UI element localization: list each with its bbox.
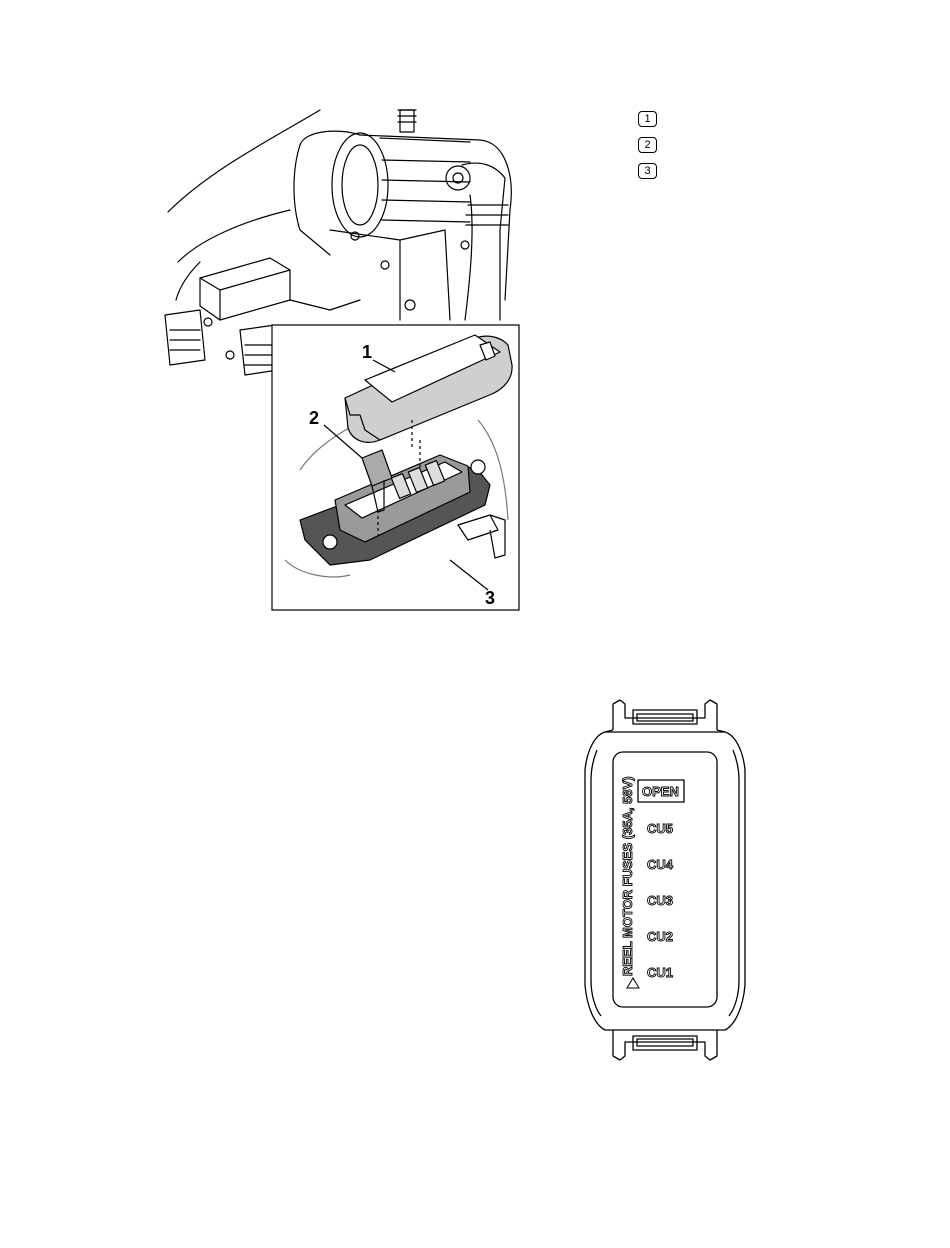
legend-badge-3: 3 <box>638 163 657 179</box>
callout-3: 3 <box>485 588 495 608</box>
fuse-slot-label: OPEN <box>642 784 679 799</box>
legend-badge-1: 1 <box>638 111 657 127</box>
legend-badge-2: 2 <box>638 137 657 153</box>
engine-bay-illustration: 1 2 3 <box>0 0 950 640</box>
callout-2: 2 <box>309 408 319 428</box>
callout-legend: 1 2 3 <box>638 106 657 184</box>
fuse-cover-title: REEL MOTOR FUSES (35A, 58V) <box>620 776 635 976</box>
legend-item: 1 <box>638 106 657 132</box>
legend-item: 3 <box>638 158 657 184</box>
fuse-slot-label: CU1 <box>647 965 673 980</box>
fuse-slot-label: CU5 <box>647 821 673 836</box>
legend-item: 2 <box>638 132 657 158</box>
fuse-slot-label: CU4 <box>647 857 674 872</box>
fuse-slot-label: CU3 <box>647 893 673 908</box>
callout-1: 1 <box>362 342 372 362</box>
fuse-cover-illustration: REEL MOTOR FUSES (35A, 58V) OPEN CU5 CU4… <box>575 690 755 1070</box>
warning-icon <box>627 978 639 988</box>
fuse-slot-label: CU2 <box>647 929 673 944</box>
